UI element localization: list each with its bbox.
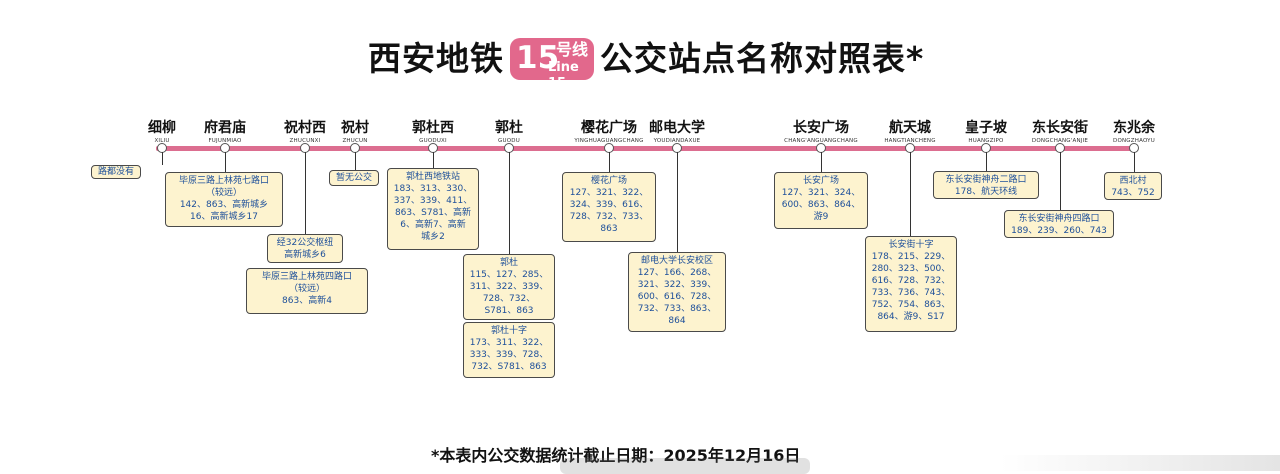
bus-stop-box: 郭杜 115、127、285、 311、322、339、 728、732、 S7… — [463, 254, 555, 320]
station-pinyin: YOUDIANDAXUE — [653, 138, 701, 144]
bus-routes: 115、127、285、 311、322、339、 728、732、 S781、… — [469, 270, 549, 316]
bus-routes: 178、215、229、 280、323、500、 616、728、732、 7… — [871, 252, 951, 322]
bus-routes: 高新城乡6 — [284, 250, 326, 260]
title-right: 公交站点名称对照表* — [600, 39, 925, 78]
bus-routes: 127、166、268、 321、322、339、 600、616、728、 7… — [637, 268, 717, 326]
station-name: 郭杜西 — [412, 120, 454, 136]
connector-line — [305, 152, 306, 234]
station-pinyin: GUODUXI — [419, 138, 447, 144]
bus-stop-name: 樱花广场 — [590, 176, 627, 186]
bus-stop-name: 郭杜 — [499, 258, 518, 268]
station-pinyin: DONGZHAOYU — [1113, 138, 1155, 144]
station-name: 长安广场 — [793, 120, 849, 136]
watermark-overlay — [560, 458, 810, 474]
bus-stop-box: 邮电大学长安校区 127、166、268、 321、322、339、 600、6… — [628, 252, 726, 332]
connector-line — [609, 152, 610, 172]
bus-stop-box: 暂无公交 — [329, 170, 379, 186]
bus-routes: （较远） 142、863、高新城乡 16、高新城乡17 — [179, 188, 269, 222]
bus-stop-name: 经32公交枢纽 — [276, 238, 334, 248]
bus-stop-box: 樱花广场 127、321、322、 324、339、616、 728、732、7… — [562, 172, 656, 242]
station-pinyin: FUJUNMIAO — [208, 138, 242, 144]
bus-stop-name: 郭杜西地铁站 — [405, 172, 460, 182]
bus-routes: 183、313、330、 337、339、411、 863、S781、高新 6、… — [393, 184, 473, 242]
footer-note: *本表内公交数据统计截止日期：2025年12月16日 — [431, 446, 801, 465]
station-name: 航天城 — [889, 120, 931, 136]
bus-stop-name: 毕原三路上林苑四路口 — [261, 272, 352, 282]
connector-line — [821, 152, 822, 172]
station-pinyin: XILIU — [154, 138, 170, 144]
bus-routes: 暂无公交 — [335, 173, 372, 183]
chart-title: 西安地铁 15 号线 Line 15 公交站点名称对照表* — [368, 34, 925, 91]
station-pinyin: YINGHUAGUANGCHANG — [574, 138, 644, 144]
bus-stop-box: 长安广场 127、321、324、 600、863、864、 游9 — [774, 172, 868, 229]
station-pinyin: ZHUCUNXI — [289, 138, 321, 144]
bus-routes: 743、752 — [1111, 188, 1155, 198]
station-name: 郭杜 — [495, 120, 523, 136]
title-left: 西安地铁 — [368, 39, 504, 78]
bus-stop-name: 东长安街神舟二路口 — [945, 175, 1027, 185]
bus-stop-name: 西北村 — [1119, 176, 1147, 186]
station-name: 祝村西 — [284, 120, 326, 136]
bus-routes: （较远） 863、高新4 — [282, 284, 332, 306]
bus-stop-name: 东长安街神舟四路口 — [1018, 214, 1100, 224]
bus-stop-box: 毕原三路上林苑七路口 （较远） 142、863、高新城乡 16、高新城乡17 — [165, 172, 283, 227]
bus-stop-box: 长安街十字 178、215、229、 280、323、500、 616、728、… — [865, 236, 957, 332]
connector-line — [986, 152, 987, 171]
connector-line — [225, 152, 226, 172]
bus-stop-box: 路都没有 — [91, 165, 141, 179]
connector-line — [1134, 152, 1135, 172]
station-name: 东兆余 — [1113, 120, 1155, 136]
bus-stop-name: 邮电大学长安校区 — [640, 256, 713, 266]
line-number: 15 — [516, 40, 560, 76]
station-name: 细柳 — [148, 120, 176, 136]
line-english: Line 15 — [548, 60, 579, 91]
bus-stop-name: 郭杜十字 — [490, 326, 527, 336]
line-hao: 号线 — [556, 40, 589, 59]
station-pinyin: DONGCHANG'ANJIE — [1031, 138, 1089, 144]
bus-stop-name: 长安广场 — [802, 176, 839, 186]
bus-stop-box: 郭杜十字 173、311、322、 333、339、728、 732、S781、… — [463, 322, 555, 378]
connector-line — [910, 152, 911, 236]
station-name: 皇子坡 — [965, 120, 1007, 136]
connector-line — [355, 152, 356, 170]
connector-line — [1060, 152, 1061, 210]
station-name: 祝村 — [341, 120, 369, 136]
bus-routes: 189、239、260、743 — [1011, 226, 1107, 236]
station-pinyin: GUODU — [498, 138, 520, 144]
bus-stop-name: 毕原三路上林苑七路口 — [178, 176, 269, 186]
station-name: 樱花广场 — [581, 120, 637, 136]
bus-stop-box: 经32公交枢纽 高新城乡6 — [267, 234, 343, 263]
station-pinyin: HANGTIANCHENG — [884, 138, 936, 144]
bus-routes: 178、航天环线 — [954, 187, 1018, 197]
station-name: 邮电大学 — [649, 120, 705, 136]
bus-routes: 127、321、322、 324、339、616、 728、732、733、 8… — [569, 188, 649, 234]
bus-routes: 127、321、324、 600、863、864、 游9 — [781, 188, 861, 222]
bus-stop-box: 郭杜西地铁站 183、313、330、 337、339、411、 863、S78… — [387, 168, 479, 250]
connector-line — [677, 152, 678, 252]
station-pinyin: CHANG'ANGUANGCHANG — [784, 138, 858, 144]
bus-stop-box: 东长安街神舟二路口 178、航天环线 — [933, 171, 1039, 199]
station-pinyin: HUANGZIPO — [968, 138, 1004, 144]
bus-stop-box: 西北村 743、752 — [1104, 172, 1162, 200]
connector-line — [433, 152, 434, 168]
station-name: 府君庙 — [204, 120, 246, 136]
connector-line — [509, 152, 510, 254]
line-badge: 15 号线 Line 15 — [510, 38, 594, 91]
bus-routes: 路都没有 — [97, 167, 134, 177]
connector-line — [162, 152, 163, 165]
station-pinyin: ZHUCUN — [342, 138, 368, 144]
bus-stop-name: 长安街十字 — [888, 240, 934, 250]
bus-stop-box: 东长安街神舟四路口 189、239、260、743 — [1004, 210, 1114, 238]
station-name: 东长安街 — [1032, 120, 1088, 136]
bus-routes: 173、311、322、 333、339、728、 732、S781、863 — [469, 338, 549, 372]
bus-stop-box: 毕原三路上林苑四路口 （较远） 863、高新4 — [246, 268, 368, 314]
blurred-overlay — [1000, 455, 1280, 471]
metro-line-15 — [156, 146, 1136, 151]
